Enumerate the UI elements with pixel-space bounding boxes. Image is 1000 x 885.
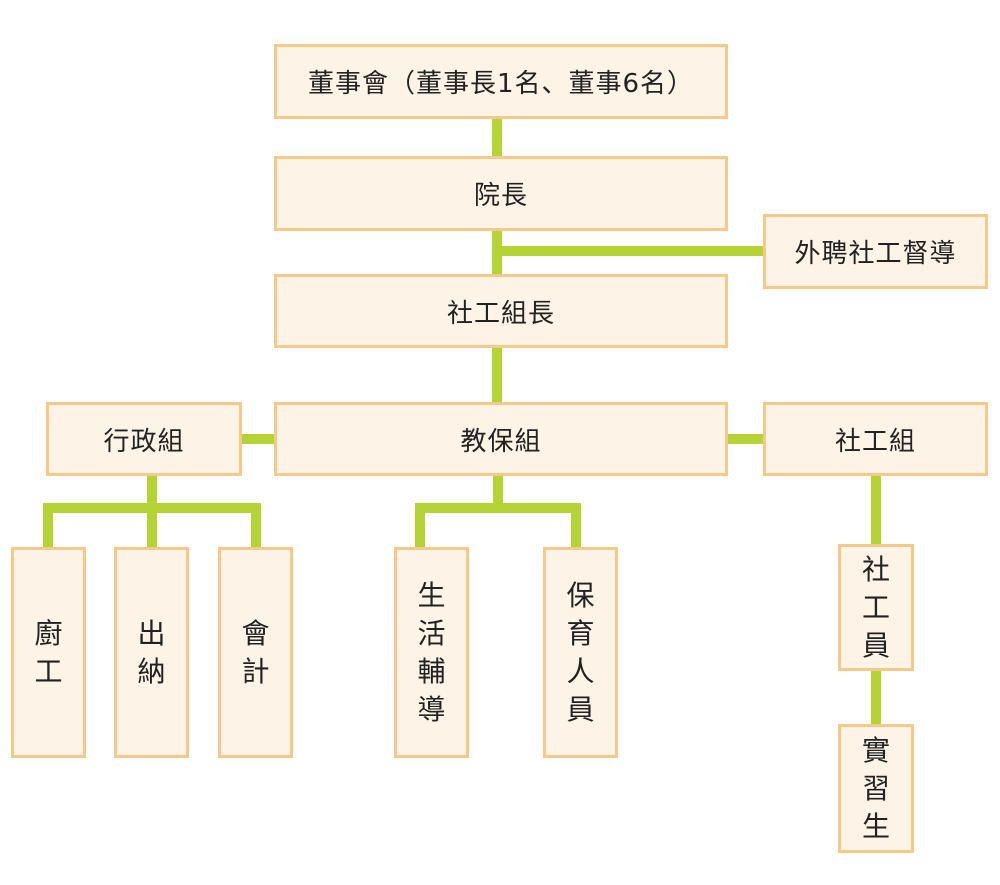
social-work-leader-box: 社工組長 [274, 274, 728, 348]
caregiver-box: 保育人員 [543, 547, 618, 758]
accountant-box: 會計 [218, 547, 293, 758]
cashier-label: 出納 [137, 616, 166, 688]
social-worker-label: 社工員 [861, 552, 890, 662]
kitchen-staff-label: 廚工 [34, 616, 63, 688]
kitchen-staff-box: 廚工 [11, 547, 86, 758]
board-box: 董事會（董事長1名、董事6名） [274, 44, 728, 119]
caregiver-label: 保育人員 [566, 578, 595, 726]
life-counselor-label: 生活輔導 [417, 578, 446, 726]
admin-group-box: 行政組 [46, 402, 242, 476]
external-supervisor-label: 外聘社工督導 [794, 239, 957, 269]
admin-group-label: 行政組 [103, 426, 185, 457]
board-label: 董事會（董事長1名、董事6名） [307, 69, 695, 99]
director-box: 院長 [274, 156, 728, 231]
accountant-label: 會計 [241, 616, 270, 688]
social-worker-box: 社工員 [838, 544, 914, 671]
social-work-leader-label: 社工組長 [446, 298, 555, 329]
connector-care-branch [415, 503, 581, 548]
care-group-label: 教保組 [460, 426, 542, 457]
director-label: 院長 [473, 181, 528, 211]
social-work-group-label: 社工組 [834, 426, 916, 457]
care-group-box: 教保組 [274, 402, 728, 476]
intern-box: 實習生 [838, 724, 914, 853]
external-supervisor-box: 外聘社工督導 [763, 214, 988, 289]
life-counselor-box: 生活輔導 [394, 547, 469, 758]
social-work-group-box: 社工組 [763, 402, 988, 476]
cashier-box: 出納 [114, 547, 189, 758]
intern-label: 實習生 [861, 733, 890, 843]
